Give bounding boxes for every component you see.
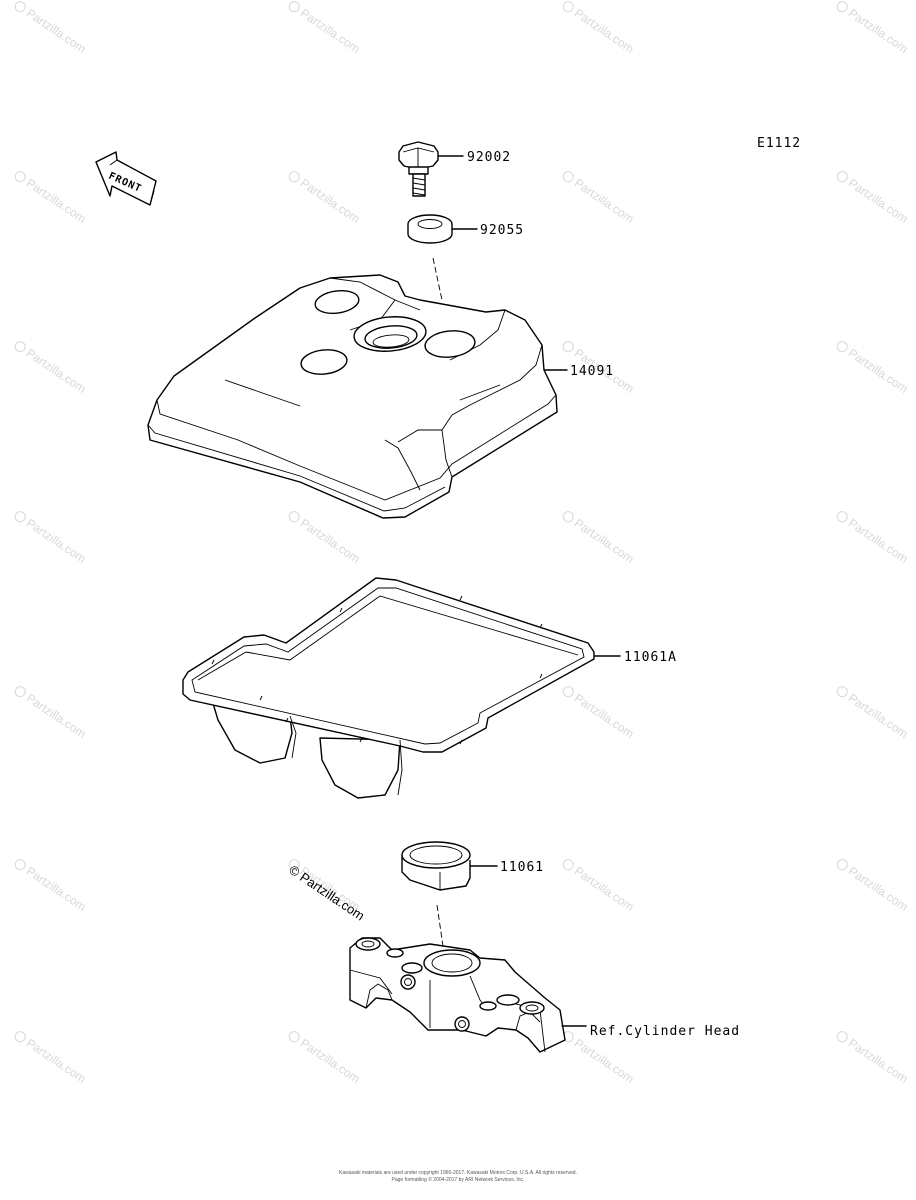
watermark: Partzilla.com xyxy=(288,1,363,56)
watermark: Partzilla.com xyxy=(836,171,911,226)
washer-92055[interactable] xyxy=(407,214,453,244)
svg-text:Partzilla.com: Partzilla.com xyxy=(846,691,911,741)
watermark: Partzilla.com xyxy=(14,511,89,566)
svg-text:Partzilla.com: Partzilla.com xyxy=(572,691,637,741)
assembly-line-upper xyxy=(432,257,443,301)
watermark: Partzilla.com xyxy=(14,171,89,226)
footer-line-1: Kawasaki materials are used under copyri… xyxy=(339,1170,577,1176)
svg-text:Partzilla.com: Partzilla.com xyxy=(298,516,363,566)
svg-text:Partzilla.com: Partzilla.com xyxy=(846,864,911,914)
svg-text:Partzilla.com: Partzilla.com xyxy=(24,1036,89,1086)
watermark: Partzilla.com xyxy=(562,171,637,226)
diagram-code: E1112 xyxy=(757,136,801,151)
watermark: Partzilla.com xyxy=(562,1,637,56)
svg-text:Partzilla.com: Partzilla.com xyxy=(24,864,89,914)
svg-text:Partzilla.com: Partzilla.com xyxy=(24,176,89,226)
watermark: Partzilla.com xyxy=(836,859,911,914)
watermark: Partzilla.com xyxy=(14,859,89,914)
svg-text:Partzilla.com: Partzilla.com xyxy=(298,1036,363,1086)
bolt-92002[interactable] xyxy=(398,141,439,197)
svg-text:Partzilla.com: Partzilla.com xyxy=(572,6,637,56)
part-label-14091[interactable]: 14091 xyxy=(570,364,614,379)
watermark: Partzilla.com xyxy=(836,341,911,396)
svg-text:Partzilla.com: Partzilla.com xyxy=(846,176,911,226)
copyright-mark: © Partzilla.com xyxy=(286,862,367,923)
plug-hole-seal-11061[interactable] xyxy=(401,841,471,891)
svg-text:Partzilla.com: Partzilla.com xyxy=(24,691,89,741)
watermark: Partzilla.com xyxy=(562,686,637,741)
svg-text:Partzilla.com: Partzilla.com xyxy=(24,346,89,396)
watermark: Partzilla.com xyxy=(14,686,89,741)
front-arrow-icon: FRONT xyxy=(95,151,157,206)
svg-text:Partzilla.com: Partzilla.com xyxy=(24,516,89,566)
footer-line-2: Page formatting © 2004-2017 by ARI Netwo… xyxy=(392,1176,525,1183)
watermark: Partzilla.com xyxy=(836,1,911,56)
part-label-92002[interactable]: 92002 xyxy=(467,150,511,165)
svg-text:Partzilla.com: Partzilla.com xyxy=(24,6,89,56)
part-label-11061A[interactable]: 11061A xyxy=(624,650,677,665)
svg-text:Partzilla.com: Partzilla.com xyxy=(572,176,637,226)
part-label-11061[interactable]: 11061 xyxy=(500,860,544,875)
part-label-92055[interactable]: 92055 xyxy=(480,223,524,238)
svg-text:Partzilla.com: Partzilla.com xyxy=(846,6,911,56)
svg-text:Partzilla.com: Partzilla.com xyxy=(298,6,363,56)
watermark: Partzilla.com xyxy=(836,511,911,566)
svg-text:Partzilla.com: Partzilla.com xyxy=(846,1036,911,1086)
cylinder-head-reference[interactable] xyxy=(349,937,566,1053)
svg-text:Partzilla.com: Partzilla.com xyxy=(298,176,363,226)
watermark: Partzilla.com xyxy=(288,1031,363,1086)
head-cover-gasket-11061A[interactable] xyxy=(182,577,595,799)
watermark: Partzilla.com xyxy=(288,511,363,566)
watermark: Partzilla.com xyxy=(836,686,911,741)
svg-text:Partzilla.com: Partzilla.com xyxy=(572,516,637,566)
svg-text:Partzilla.com: Partzilla.com xyxy=(572,1036,637,1086)
svg-text:Partzilla.com: Partzilla.com xyxy=(846,346,911,396)
watermark: Partzilla.com xyxy=(14,1031,89,1086)
svg-text:Partzilla.com: Partzilla.com xyxy=(846,516,911,566)
part-label-cylinder-head[interactable]: Ref.Cylinder Head xyxy=(590,1024,740,1039)
watermark: Partzilla.com xyxy=(562,859,637,914)
cylinder-head-cover-14091[interactable] xyxy=(147,274,558,519)
watermark: Partzilla.com xyxy=(14,341,89,396)
watermark: Partzilla.com xyxy=(288,171,363,226)
watermark: Partzilla.com xyxy=(14,1,89,56)
watermark: Partzilla.com xyxy=(836,1031,911,1086)
svg-text:Partzilla.com: Partzilla.com xyxy=(572,864,637,914)
watermark: Partzilla.com xyxy=(562,511,637,566)
